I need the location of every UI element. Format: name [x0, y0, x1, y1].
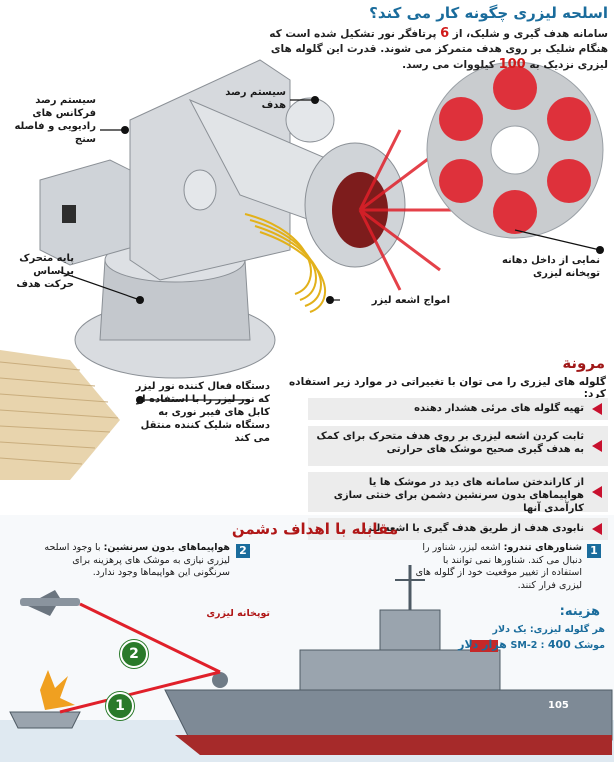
bullet-arrow: [592, 403, 602, 415]
flexibility-title: مرونة: [562, 354, 605, 372]
enemy-section-title: مقابله با اهداف دشمن: [231, 520, 399, 538]
bullet-arrow: [592, 440, 602, 452]
marker-1: 1: [106, 692, 134, 720]
enemy-item-1: شناورهای تندرو: اشعه لیزر، شناور را دنبا…: [410, 542, 582, 592]
gun-label: توپخانه لیزری: [206, 608, 270, 619]
flexibility-subtitle: گلوله های لیزری را می توان با تغییراتی د…: [288, 376, 606, 400]
label-base: پایه متحرک براساس حرکت هدف: [16, 253, 74, 290]
bullet-arrow: [592, 523, 602, 535]
cost-line-1: هر گلوله لیزری: یک دلار: [492, 624, 605, 635]
muzzle-view: [426, 61, 604, 239]
enemy-item-1-text: اشعه لیزر، شناور را دنبال می کند. شناوره…: [415, 542, 582, 591]
enemy-item-2-text: با وجود اسلحه لیزری نیازی به موشک های پر…: [44, 542, 230, 578]
radar-box: [39, 159, 141, 266]
enemy-item-2-number: 2: [236, 544, 250, 558]
flex-item-text: نابودی هدف از طریق هدف گیری با اشعه لیزر: [360, 523, 584, 534]
intro-text: سامانه هدف گیری و شلیک، از 6 پرتافگر نور…: [268, 26, 608, 73]
label-muzzle-view: نمایی از داخل دهانه توپخانه لیزری: [501, 255, 600, 279]
intro-power: 100: [498, 57, 526, 72]
enemy-boat: [9, 670, 81, 729]
intro-part1: سامانه هدف گیری و شلیک، از: [452, 28, 608, 40]
fiber-cables: [244, 213, 326, 313]
enemy-item-1-number: 1: [587, 544, 601, 558]
flex-item-text: تهیه گلوله های مرئی هشدار دهنده: [414, 403, 584, 414]
intro-part2: پرتافگر نور تشکیل شده است که هنگام شلیک …: [269, 28, 608, 71]
warship: [164, 565, 613, 755]
intro-part3: کیلووات می رسد.: [402, 59, 495, 71]
marker-2: 2: [120, 640, 148, 668]
ship-hull-number: 105: [548, 700, 569, 711]
flex-item-3: از کاراندختن سامانه های دید در موشک ها ی…: [308, 472, 608, 514]
cost-title: هزینه:: [559, 604, 600, 619]
laser-emitters: [439, 66, 591, 234]
label-activator: دستگاه فعال کننده نور لیزر که نور لیزر ر…: [135, 381, 270, 444]
enemy-item-2: هواپیماهای بدون سرنشین: با وجود اسلحه لی…: [40, 542, 230, 580]
bullet-arrow: [592, 486, 602, 498]
tracking-tubes: [183, 97, 335, 211]
flex-item-2: ثابت کردن اشعه لیزری بر روی هدف متحرک بر…: [308, 426, 608, 466]
flex-item-1: تهیه گلوله های مرئی هشدار دهنده: [308, 398, 608, 420]
label-laser-waves: امواج اشعه لیزر: [371, 295, 450, 306]
flex-item-text: ثابت کردن اشعه لیزری بر روی هدف متحرک بر…: [316, 431, 584, 455]
flex-item-text: از کاراندختن سامانه های دید در موشک ها ی…: [333, 477, 584, 514]
cost-line-2-label: موشک SM-2 :: [510, 640, 605, 651]
laser-beams: [59, 602, 221, 714]
flex-item-4-wrap: نابودی هدف از طریق هدف گیری با اشعه لیزر: [308, 518, 608, 540]
cost-line-2-value: 400 هزار دلار: [458, 638, 571, 651]
label-target-tracking: سیستم رصد هدف: [225, 87, 286, 111]
wooden-deck: [0, 350, 120, 480]
cost-line-2: موشک SM-2 : 400 هزار دلار: [410, 638, 605, 651]
enemy-item-1-title: شناورهای تندرو:: [503, 542, 582, 553]
enemy-item-2-title: هواپیماهای بدون سرنشین:: [103, 542, 230, 553]
label-infrared-radar: سیستم رصد فرکانس های رادیویی و فاصله سنج: [14, 95, 96, 145]
intro-number: 6: [440, 26, 450, 41]
pointer-dots: [121, 96, 604, 404]
page-title: اسلحه لیزری چگونه کار می کند؟: [369, 4, 608, 22]
laser-barrel: [188, 98, 455, 291]
turret-yoke: [129, 59, 291, 281]
enemy-drone: [20, 590, 80, 616]
